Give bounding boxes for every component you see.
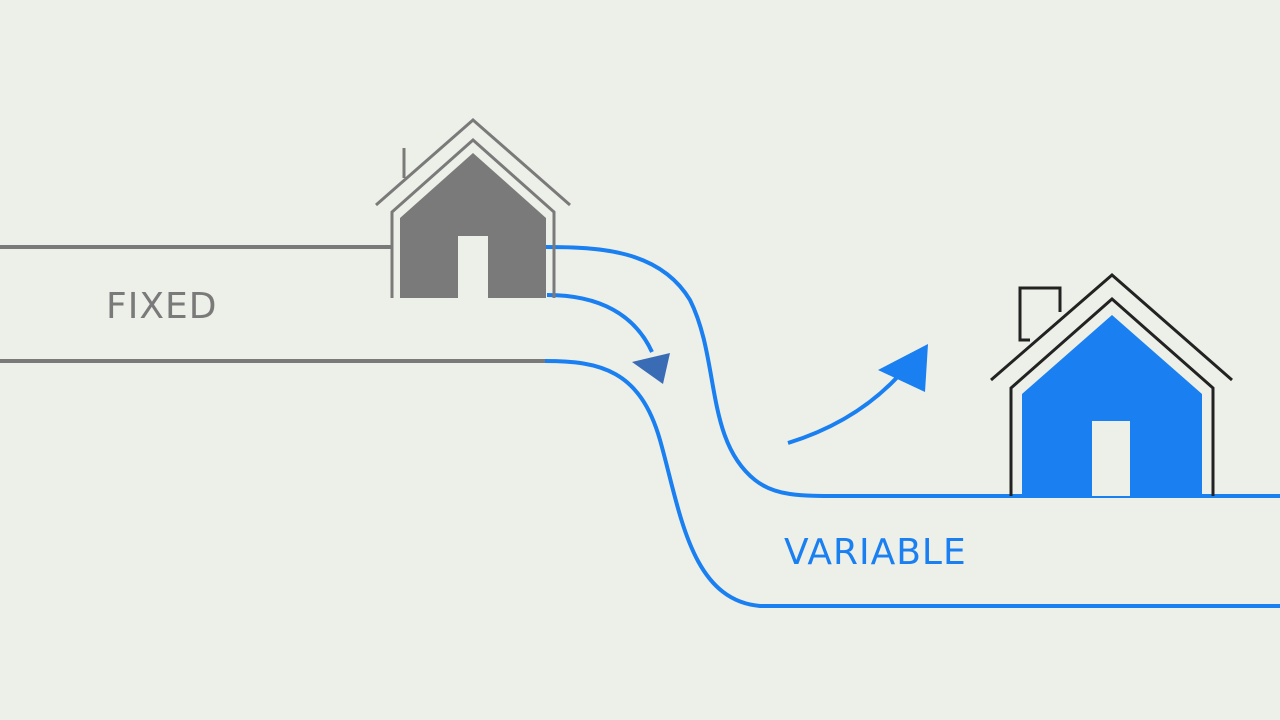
variable-band-lower-path bbox=[544, 359, 1280, 608]
curved-arrow-down-icon bbox=[546, 293, 670, 384]
fixed-band bbox=[0, 245, 545, 363]
variable-band-upper-path bbox=[544, 245, 1280, 498]
fixed-label: FIXED bbox=[106, 286, 217, 327]
variable-house-icon bbox=[990, 273, 1233, 496]
curved-arrow-up-icon bbox=[787, 344, 928, 445]
variable-label: VARIABLE bbox=[784, 532, 967, 573]
variable-band bbox=[544, 245, 1280, 608]
fixed-house-icon bbox=[375, 118, 571, 298]
